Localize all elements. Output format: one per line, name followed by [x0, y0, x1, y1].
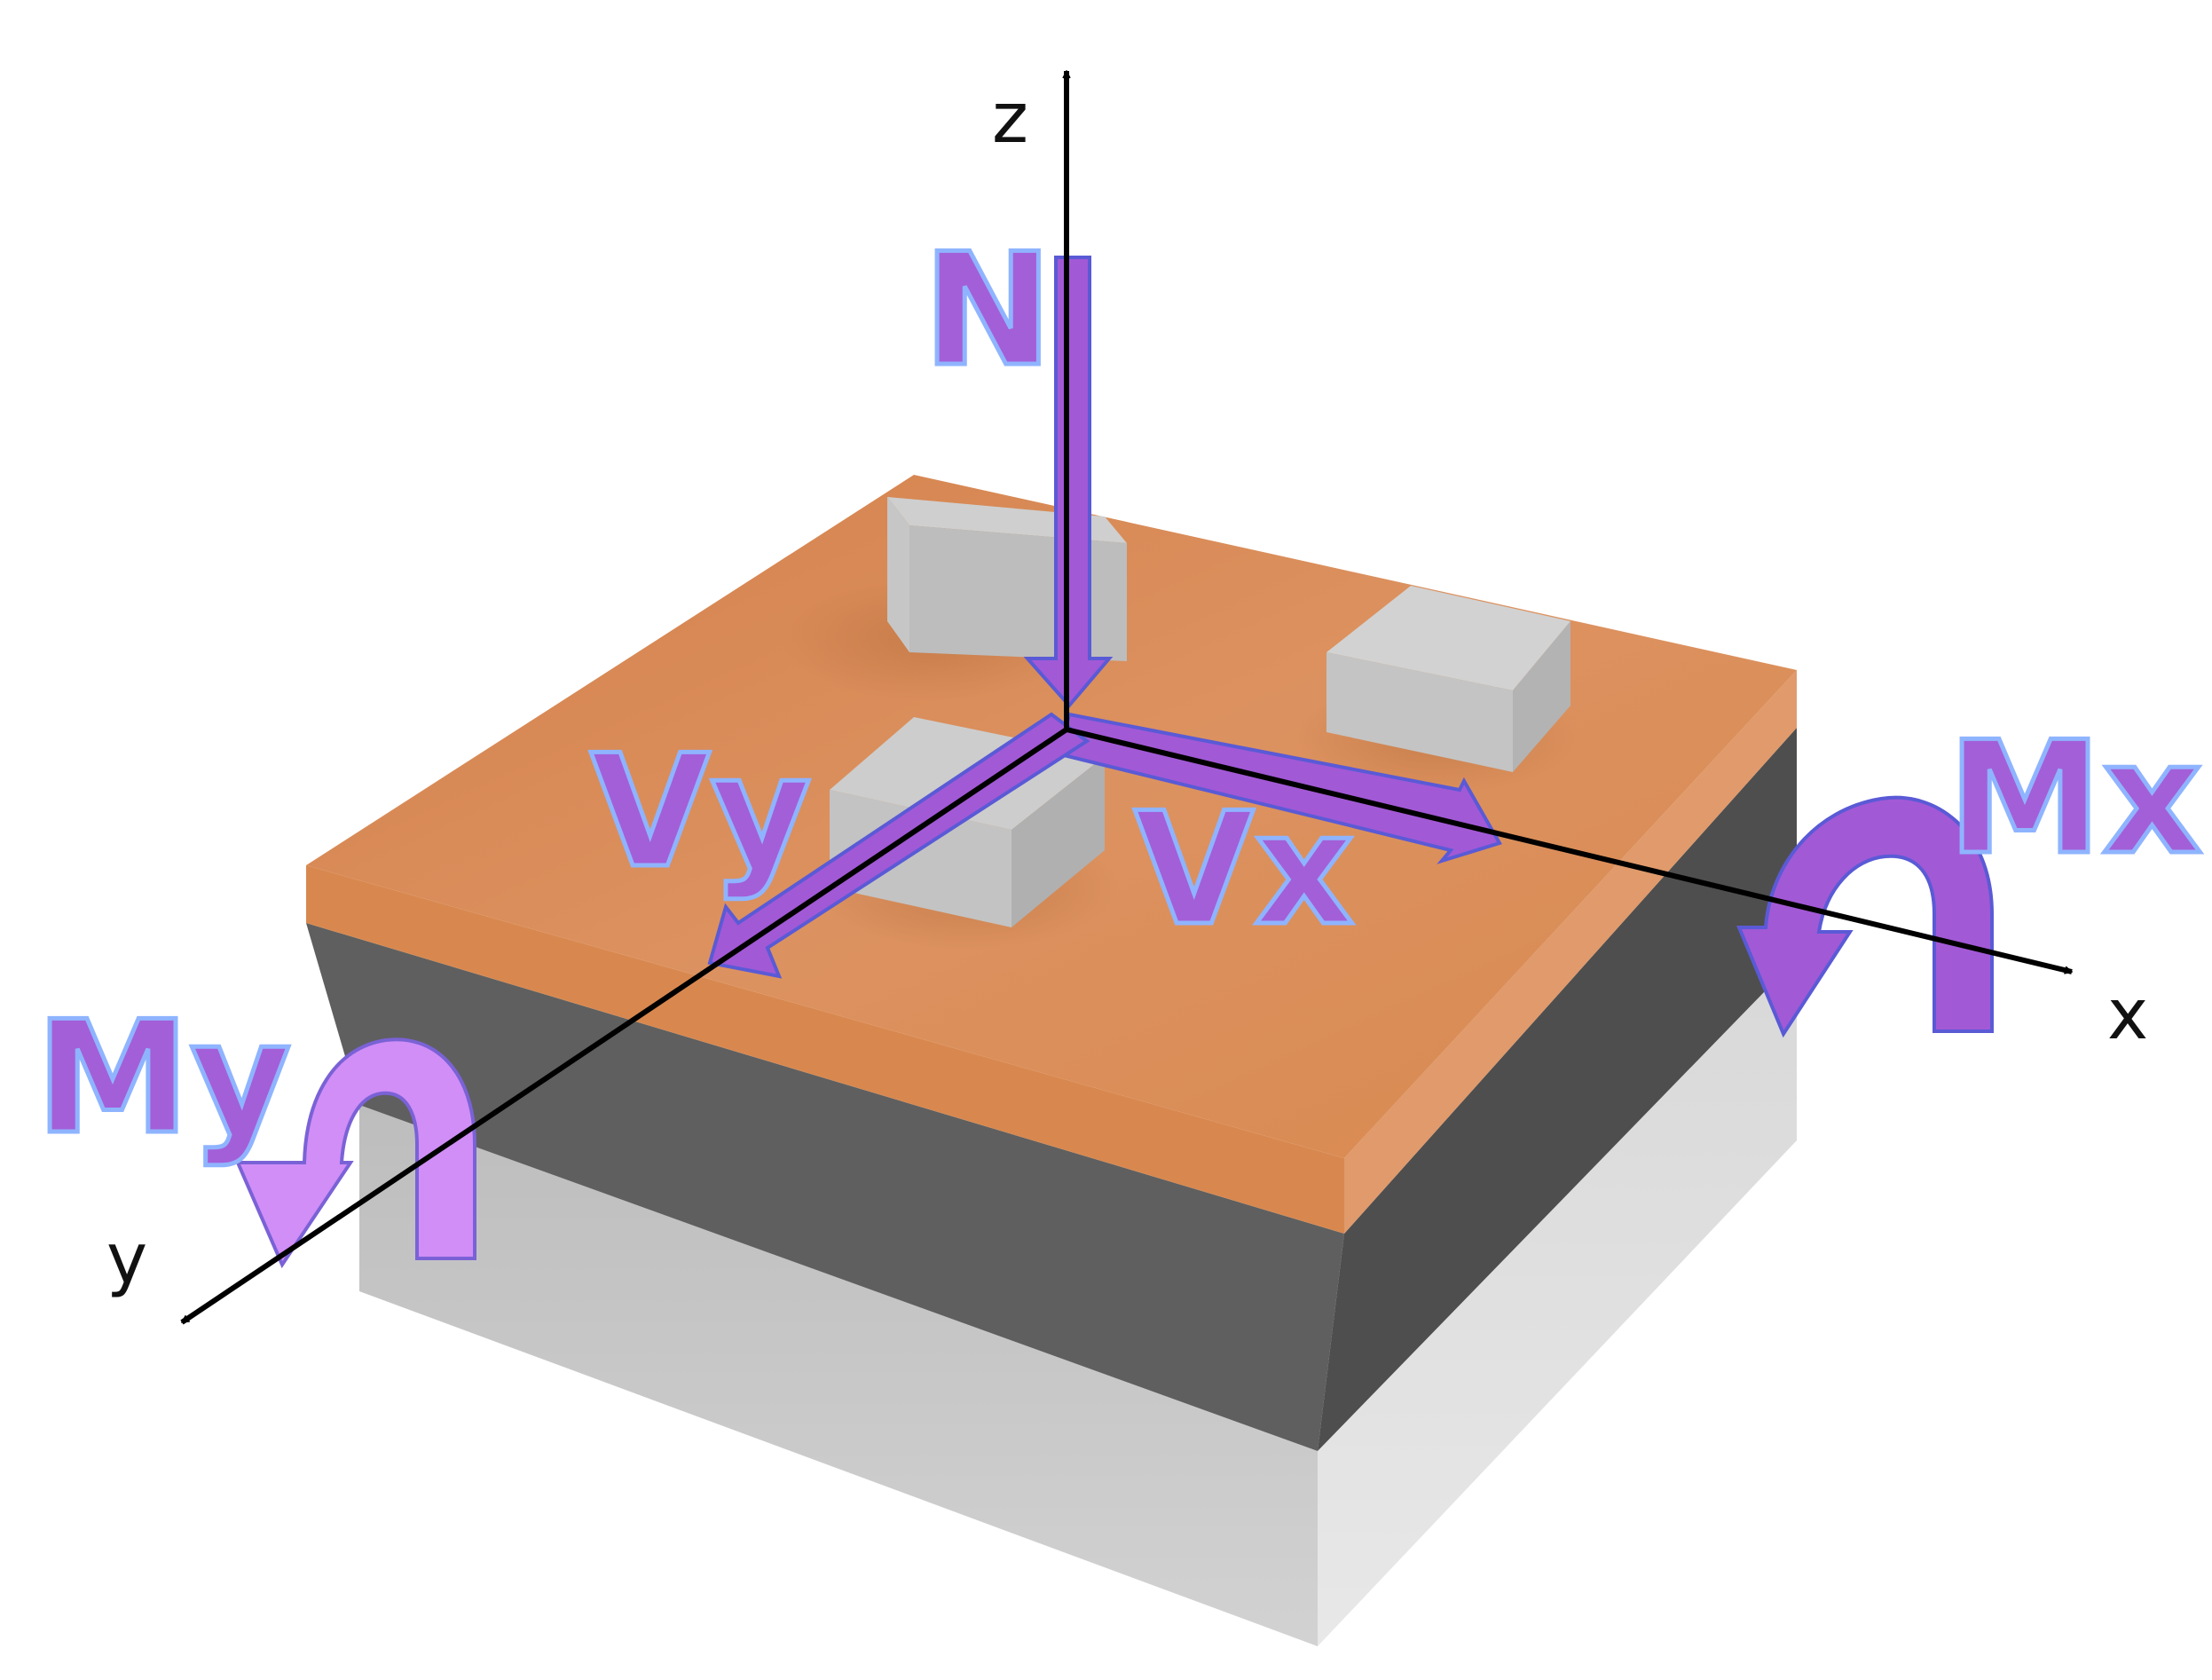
coordinate-axes	[180, 71, 2072, 1325]
block-back-right	[1326, 586, 1570, 772]
force-labels: N Vx Vy Mx My	[34, 219, 2205, 1171]
x-axis	[1066, 727, 2072, 974]
moment-y-label: My	[35, 989, 291, 1169]
block-front-side	[1012, 756, 1105, 927]
block-back-right-side	[1513, 621, 1570, 772]
moment-x-label: Mx	[1948, 709, 2202, 889]
block-back-right-top	[1326, 586, 1570, 690]
z-axis-label: z	[992, 79, 1028, 159]
block-back-right-front	[1326, 652, 1513, 772]
dark-layer-front-face	[306, 923, 1344, 1451]
y-axis-label: y	[106, 1219, 147, 1299]
x-axis-label: x	[2107, 975, 2148, 1055]
middle-dark-layer	[306, 728, 1797, 1451]
block-front-face	[830, 790, 1012, 927]
slab-side-face	[1344, 670, 1797, 1234]
moment-x-arrow	[1736, 795, 1994, 1038]
block-back-left-front	[887, 497, 909, 652]
light-layer-front-face	[359, 1105, 1318, 1646]
moment-y-arrow	[234, 1037, 476, 1269]
block-back-left-face	[909, 525, 1127, 661]
shear-x-arrow	[1058, 712, 1502, 864]
slab-front-face	[306, 865, 1344, 1234]
y-axis	[180, 727, 1068, 1325]
moment-y-arrow-shape	[234, 1037, 476, 1269]
moment-x-arrow-shape	[1736, 795, 1994, 1038]
shear-y-label: Vy	[590, 722, 812, 903]
light-layer-side-face	[1318, 958, 1797, 1646]
normal-force-label: N	[923, 221, 1052, 401]
bottom-light-layer	[359, 958, 1797, 1646]
shear-x-arrow-shape	[1058, 712, 1502, 864]
dark-layer-side-face	[1318, 728, 1797, 1451]
shear-x-label: Vx	[1134, 780, 1354, 960]
